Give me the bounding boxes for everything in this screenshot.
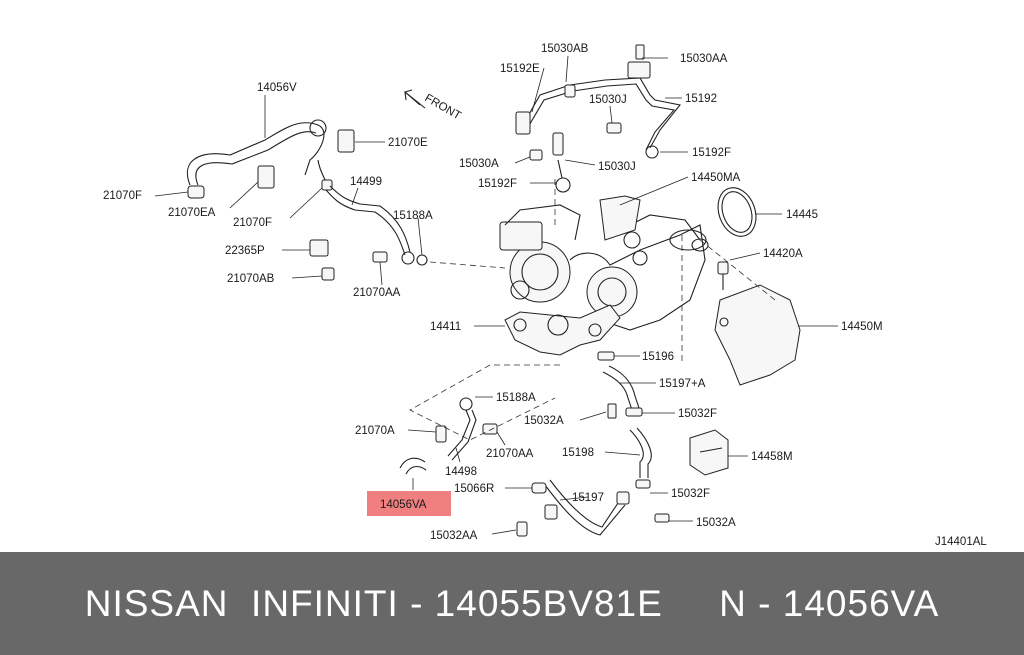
label-21070AA-upper: 21070AA bbox=[353, 287, 401, 299]
water-pipe-14498-drawing bbox=[399, 397, 498, 475]
label-14411: 14411 bbox=[430, 321, 461, 333]
label-15066R: 15066R bbox=[454, 483, 494, 495]
label-15032A-upper: 15032A bbox=[524, 415, 564, 427]
highlighted-part-14056VA: 14056VA bbox=[367, 491, 451, 516]
gasket-14445-drawing bbox=[717, 187, 757, 237]
front-arrow-icon bbox=[403, 89, 426, 109]
water-hose-upper-drawing bbox=[187, 119, 355, 199]
label-15188A-upper: 15188A bbox=[393, 210, 433, 222]
label-15196: 15196 bbox=[642, 351, 674, 363]
label-15192F-lower: 15192F bbox=[478, 178, 517, 190]
label-14498: 14498 bbox=[445, 466, 477, 478]
label-15032AA: 15032AA bbox=[430, 530, 478, 542]
label-15197: 15197 bbox=[572, 492, 604, 504]
label-15032A-lower: 15032A bbox=[696, 517, 736, 529]
label-21070AB: 21070AB bbox=[227, 273, 275, 285]
label-14499: 14499 bbox=[350, 176, 382, 188]
label-15192F-upper: 15192F bbox=[692, 147, 731, 159]
label-15032F-upper: 15032F bbox=[678, 408, 717, 420]
label-14056VA: 14056VA bbox=[380, 499, 427, 511]
label-14450M: 14450M bbox=[841, 321, 883, 333]
label-front: FRONT bbox=[423, 92, 463, 122]
label-14450MA: 14450MA bbox=[691, 172, 741, 184]
footer-text: NISSAN INFINITI - 14055BV81E N - 14056VA bbox=[84, 582, 940, 624]
label-14458M: 14458M bbox=[751, 451, 793, 463]
label-14445: 14445 bbox=[786, 209, 818, 221]
label-15030J-lower: 15030J bbox=[598, 161, 636, 173]
label-15030AB: 15030AB bbox=[541, 43, 589, 55]
label-21070F-lower: 21070F bbox=[233, 217, 272, 229]
diagram-code: J14401AL bbox=[935, 536, 987, 548]
oil-feed-pipe-drawing bbox=[515, 44, 681, 193]
leader-lines bbox=[154, 55, 838, 535]
label-15198: 15198 bbox=[562, 447, 594, 459]
water-pipe-14499-drawing bbox=[309, 185, 428, 281]
label-21070F-upper: 21070F bbox=[103, 190, 142, 202]
label-15192E: 15192E bbox=[500, 63, 540, 75]
label-15032F-lower: 15032F bbox=[671, 488, 710, 500]
label-14420A: 14420A bbox=[763, 248, 803, 260]
part-number-footer: NISSAN INFINITI - 14055BV81E N - 14056VA bbox=[0, 552, 1024, 655]
label-15192: 15192 bbox=[685, 93, 717, 105]
label-21070A: 21070A bbox=[355, 425, 395, 437]
label-15030J-upper: 15030J bbox=[589, 94, 627, 106]
label-22365P: 22365P bbox=[225, 245, 265, 257]
heat-insulator-14458M-drawing bbox=[689, 429, 729, 476]
label-15188A-lower: 15188A bbox=[496, 392, 536, 404]
label-21070EA: 21070EA bbox=[168, 207, 216, 219]
label-21070AA-lower: 21070AA bbox=[486, 448, 534, 460]
label-15030A: 15030A bbox=[459, 158, 499, 170]
oil-return-pipe-drawing bbox=[516, 351, 670, 537]
label-21070E: 21070E bbox=[388, 137, 428, 149]
label-15030AA: 15030AA bbox=[680, 53, 728, 65]
heat-insulator-14450M-drawing bbox=[714, 261, 801, 386]
label-14056V: 14056V bbox=[257, 82, 297, 94]
turbocharger-parts-diagram: 14056V 21070E 21070F 21070EA 21070F 1449… bbox=[103, 43, 988, 548]
turbocharger-drawing bbox=[499, 195, 709, 356]
label-15197-A: 15197+A bbox=[659, 378, 706, 390]
